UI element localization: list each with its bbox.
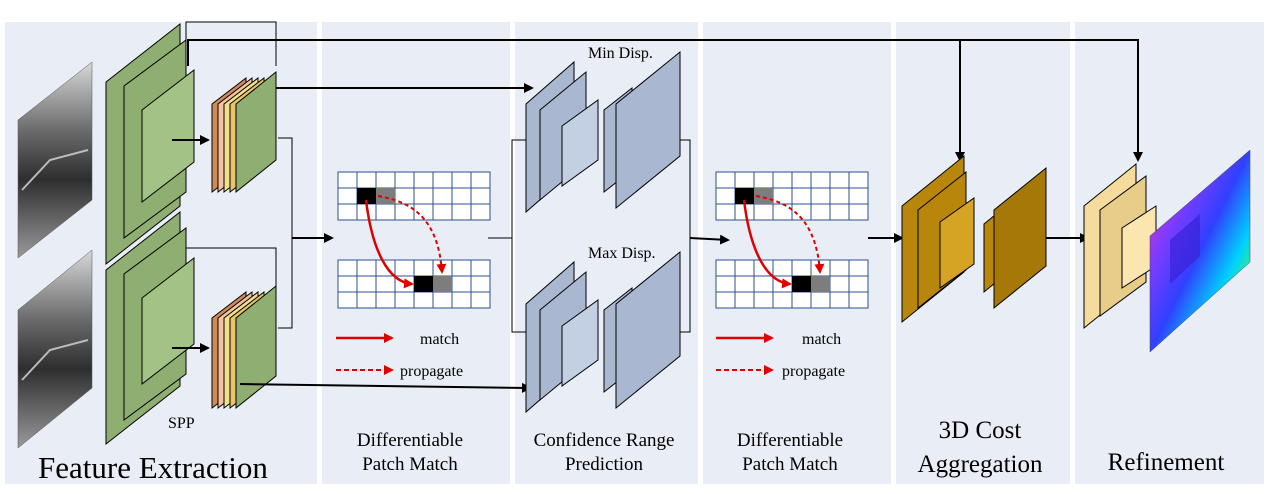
spp-label: SPP: [168, 415, 195, 432]
stage-label-refinement: Refinement: [1108, 449, 1225, 476]
stage-label-cost-line1: 3D Cost: [939, 417, 1022, 444]
spp-block-bottom: [211, 284, 277, 410]
input-image-left: [17, 61, 93, 259]
input-image-right: [17, 249, 93, 449]
stage-label-dpm-2-line2: Patch Match: [742, 454, 838, 475]
cost-aggregation-net: [901, 154, 1047, 324]
patch-grid-1-bottom: [337, 259, 491, 309]
legend-propagate-label-2: propagate: [782, 363, 845, 380]
max-disp-label: Max Disp.: [588, 245, 656, 262]
panel-dpm-1: [322, 22, 510, 484]
feature-cnn-bottom: [105, 210, 195, 446]
stage-label-dpm-2-line1: Differentiable: [737, 430, 843, 451]
patch-arrows-1: [364, 195, 447, 289]
min-disp-label: Min Disp.: [588, 45, 653, 62]
spp-block-top: [211, 70, 277, 194]
stage-label-dpm-1-line2: Patch Match: [362, 454, 458, 475]
patch-arrows-2: [742, 195, 825, 289]
legend-match-label-2: match: [802, 331, 841, 348]
feature-arrows: [172, 21, 334, 353]
legend-match-label-1: match: [420, 331, 459, 348]
panel-dpm-2: [703, 22, 891, 484]
stage-label-dpm-1-line1: Differentiable: [357, 430, 463, 451]
skip-connections: [187, 39, 1143, 393]
stage-label-cost-line2: Aggregation: [918, 451, 1043, 478]
legend-2: match propagate: [716, 331, 845, 380]
legend-1: match propagate: [336, 331, 463, 380]
output-disparity-map: [1149, 149, 1251, 353]
patch-grid-2-top: [715, 171, 869, 221]
patch-grid-1-top: [337, 171, 491, 221]
legend-propagate-label-1: propagate: [400, 363, 463, 380]
range-net-min: [525, 50, 681, 214]
stage-label-crp-line1: Confidence Range: [534, 430, 675, 451]
stage-label-crp-line2: Prediction: [565, 454, 644, 475]
stage-label-feature-extraction: Feature Extraction: [38, 450, 268, 485]
range-net-max: [525, 250, 681, 414]
patch-grid-2-bottom: [715, 259, 869, 309]
feature-cnn-top: [105, 22, 195, 266]
